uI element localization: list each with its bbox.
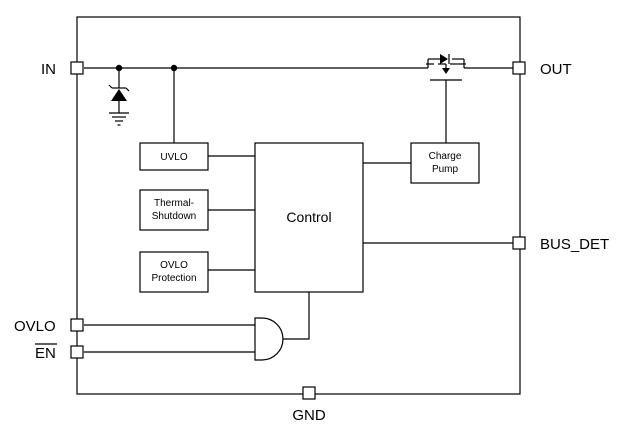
pin-en xyxy=(70,345,84,359)
pin-label-out: OUT xyxy=(540,61,572,78)
thermal-label-line1: Thermal- xyxy=(154,198,194,209)
charge-pump-label-line1: Charge xyxy=(429,151,462,162)
pin-label-en: EN xyxy=(35,345,56,362)
pin-label-ovlo: OVLO xyxy=(14,318,56,335)
mosfet-switch-icon xyxy=(426,54,466,143)
pin-label-gnd: GND xyxy=(292,407,326,424)
and-gate-output-wire xyxy=(283,292,310,340)
charge-pump-block xyxy=(410,142,480,184)
pin-gnd xyxy=(302,386,316,400)
uvlo-label: UVLO xyxy=(160,152,187,163)
control-label: Control xyxy=(286,209,331,225)
pin-in xyxy=(70,61,84,75)
pin-ovlo xyxy=(70,318,84,332)
pin-label-in: IN xyxy=(41,61,56,78)
pin-bus-det xyxy=(512,236,526,250)
and-gate-icon xyxy=(254,317,284,361)
uvlo-block xyxy=(139,142,209,171)
pin-out xyxy=(512,61,526,75)
ovlo-protection-label-line2: Protection xyxy=(151,273,196,284)
pin-label-bus-det: BUS_DET xyxy=(540,236,609,253)
control-block xyxy=(254,142,364,293)
ground-symbol-icon xyxy=(109,112,129,126)
thermal-label-line2: Shutdown xyxy=(152,211,196,222)
ovlo-protection-label-line1: OVLO xyxy=(160,260,188,271)
ovlo-protection-block xyxy=(139,251,209,293)
tvs-diode-icon xyxy=(108,68,130,113)
chip-outline xyxy=(76,16,521,395)
thermal-shutdown-block xyxy=(139,189,209,231)
charge-pump-label-line2: Pump xyxy=(432,164,459,175)
